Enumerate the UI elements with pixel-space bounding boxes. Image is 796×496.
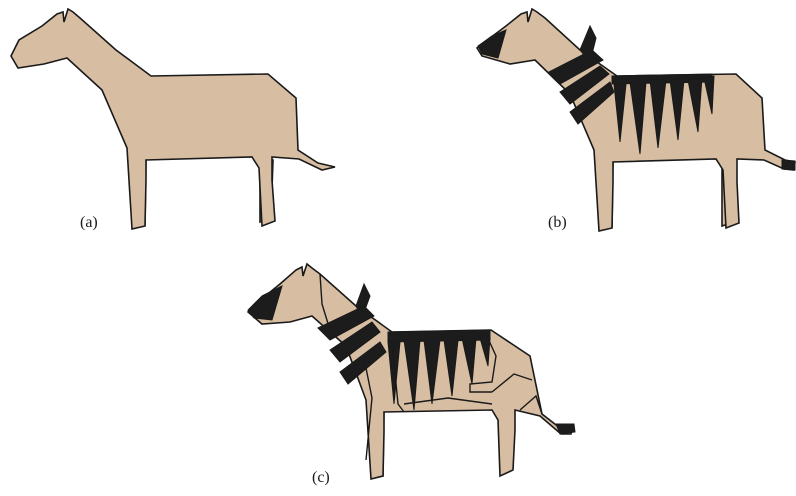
horse-body (11, 9, 335, 229)
tail-tip (782, 160, 795, 170)
panel-c-zebra (248, 264, 575, 479)
panel-label-a: (a) (80, 215, 98, 231)
panel-a-horse (11, 9, 335, 229)
panel-label-b: (b) (548, 215, 567, 231)
panel-b-zebra (477, 9, 795, 231)
panel-label-c: (c) (312, 470, 330, 486)
